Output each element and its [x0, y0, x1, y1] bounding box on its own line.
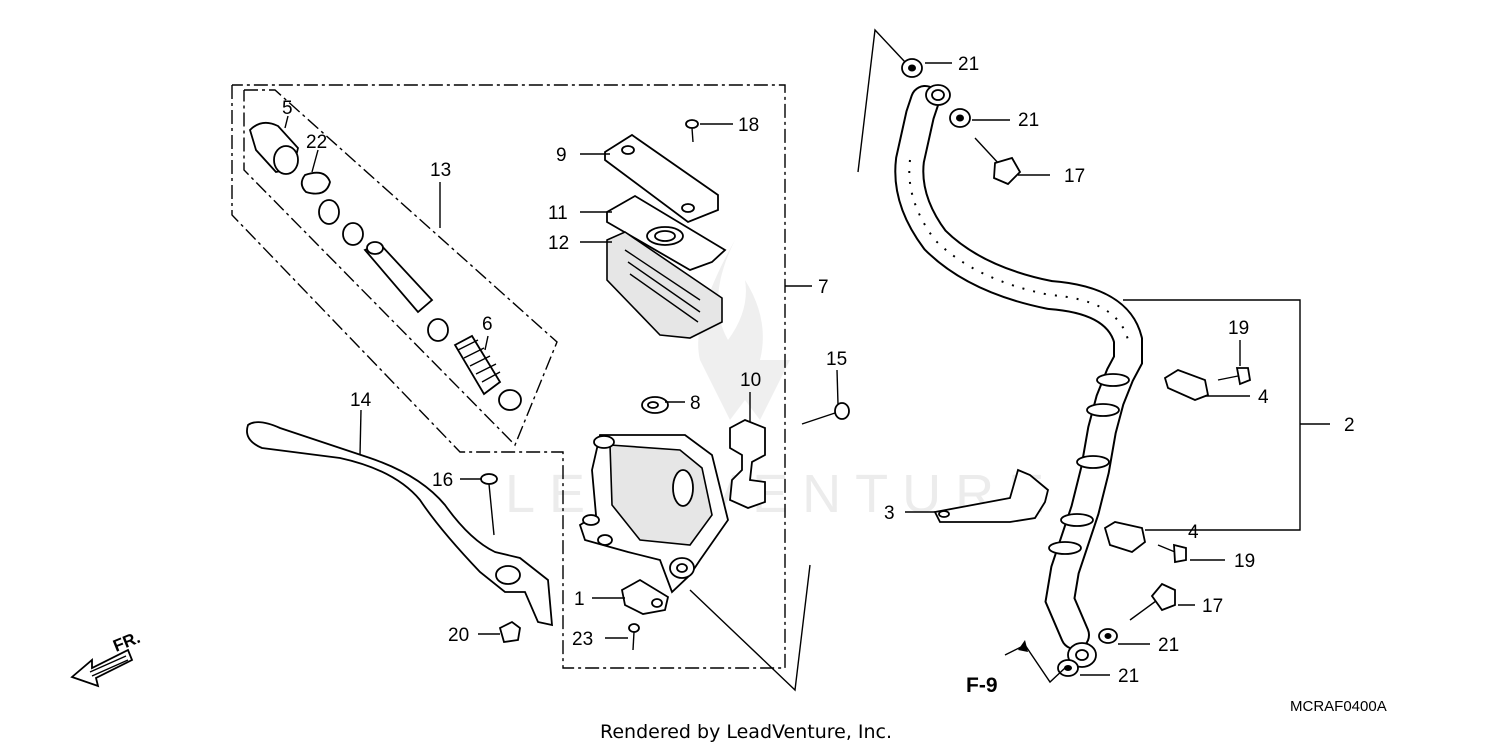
brake-switch	[620, 578, 670, 615]
callout-21-b: 21	[1018, 110, 1039, 131]
master-cylinder-body	[578, 434, 729, 594]
front-direction-arrow-icon	[70, 648, 134, 688]
circlip-22	[300, 171, 331, 195]
diaphragm-plate	[606, 194, 727, 271]
brake-hose	[894, 84, 1143, 668]
callout-11: 11	[548, 203, 568, 224]
callout-5: 5	[282, 98, 293, 119]
callout-12: 12	[548, 233, 569, 254]
nut-20	[498, 620, 521, 644]
sealing-washer-21	[901, 58, 1118, 677]
callout-2: 2	[1344, 415, 1355, 436]
callout-7: 7	[818, 277, 829, 298]
callout-4-a: 4	[1258, 387, 1269, 408]
callout-17-a: 17	[1064, 166, 1085, 187]
callout-10: 10	[740, 370, 761, 391]
diaphragm	[606, 231, 723, 339]
front-direction-label: FR.	[110, 628, 143, 656]
boot-5	[248, 121, 299, 175]
piston-kit-parts	[318, 199, 522, 411]
reservoir-cover	[604, 133, 719, 224]
reference-f9: F-9	[966, 674, 998, 697]
leader-lines	[284, 28, 1330, 692]
bolt-19	[1157, 367, 1252, 564]
hose-clamp-4	[1103, 369, 1210, 554]
callout-21-c: 21	[1158, 635, 1179, 656]
callout-13: 13	[430, 160, 451, 181]
screw-23	[628, 623, 640, 651]
pivot-bolt-16	[480, 473, 498, 536]
callout-labels: 5 22 13 6 9 11 12 18 7 10 15 8 14 16 1 2…	[282, 54, 1355, 687]
callout-19-a: 19	[1228, 318, 1249, 339]
bolt-15	[801, 402, 850, 425]
brake-lever	[246, 421, 554, 627]
watermark-logo	[698, 240, 790, 420]
diagram-code: MCRAF0400A	[1290, 698, 1387, 715]
oil-bolt-17	[974, 137, 1176, 621]
master-cylinder-assembly-outline	[231, 84, 786, 669]
callout-9: 9	[556, 145, 567, 166]
callout-1: 1	[574, 589, 585, 610]
callout-21-a: 21	[958, 54, 979, 75]
callout-16: 16	[432, 470, 453, 491]
screw-18	[685, 119, 699, 143]
callout-6: 6	[482, 314, 493, 335]
callout-23: 23	[572, 629, 593, 650]
callout-21-d: 21	[1118, 666, 1139, 687]
holder	[729, 419, 766, 509]
footer-credit: Rendered by LeadVenture, Inc.	[600, 721, 892, 743]
callout-19-b: 19	[1234, 551, 1255, 572]
callout-8: 8	[690, 393, 701, 414]
callout-17-b: 17	[1202, 596, 1223, 617]
hose-bracket-3	[933, 468, 1050, 523]
callout-15: 15	[826, 349, 847, 370]
callout-18: 18	[738, 115, 759, 136]
callout-14: 14	[350, 390, 372, 411]
callout-3: 3	[884, 503, 895, 524]
callout-22: 22	[306, 132, 327, 153]
piston-kit-outline	[243, 89, 558, 447]
callout-4-b: 4	[1188, 522, 1199, 543]
clip-8	[641, 396, 669, 414]
callout-20: 20	[448, 625, 469, 646]
